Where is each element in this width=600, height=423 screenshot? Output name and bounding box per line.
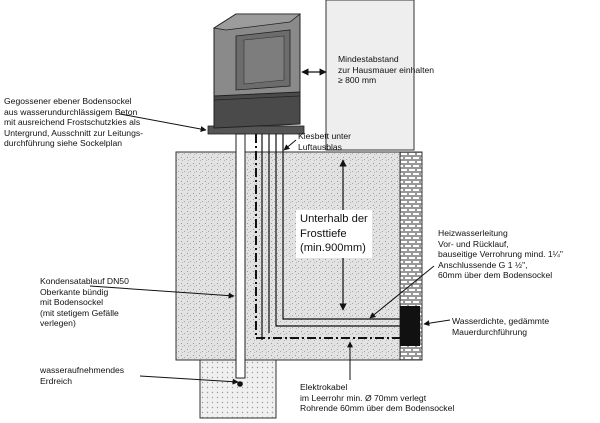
label-line: Gegossener ebener Bodensockel xyxy=(4,96,132,106)
label-line: zur Hausmauer einhalten xyxy=(338,64,435,75)
label-line: Anschlussende G 1 ½", xyxy=(438,259,528,270)
house-wall xyxy=(325,0,415,151)
label-line: Vor- und Rücklauf, xyxy=(438,238,509,249)
label-line: verlegen) xyxy=(40,318,76,329)
label-line: Unterhalb der xyxy=(300,213,368,225)
label-line: Kiesbett unter xyxy=(298,131,352,141)
label-line: Erdreich xyxy=(40,375,72,386)
label-heizwasser: Heizwasserleitung Vor- und Rücklauf, bau… xyxy=(438,228,563,281)
label-line: Rohrende 60mm über dem Bodensockel xyxy=(300,403,455,414)
electrical-cable xyxy=(255,134,400,339)
label-line: Mindestabstand xyxy=(338,54,399,64)
label-frosttiefe: Unterhalb der Frosttiefe (min.900mm) xyxy=(296,210,372,258)
leader-lines xyxy=(89,113,451,385)
label-line: Mauerdurchführung xyxy=(452,326,528,337)
label-line: 60mm über dem Bodensockel xyxy=(438,270,553,281)
soil-point xyxy=(237,381,243,387)
label-kiesbett: Kiesbett unter Luftausblas xyxy=(298,131,351,152)
label-line: (min.900mm) xyxy=(300,242,366,255)
heat-pump-unit xyxy=(212,13,302,129)
label-line: wasseraufnehmendes xyxy=(40,365,125,375)
label-line: Frosttiefe xyxy=(300,227,347,240)
label-line: durchführung siehe Sockelplan xyxy=(4,138,123,149)
label-elektro: Elektrokabel im Leerrohr min. Ø 70mm ver… xyxy=(300,382,454,414)
label-line: Wasserdichte, gedämmte xyxy=(452,316,550,326)
label-line: (mit stetigem Gefälle xyxy=(40,307,119,318)
label-line: Oberkante bündig xyxy=(40,286,109,297)
label-line: ≥ 800 mm xyxy=(338,75,377,86)
label-mindestabstand: Mindestabstand zur Hausmauer einhalten ≥… xyxy=(338,54,434,86)
label-mauer: Wasserdichte, gedämmte Mauerdurchführung xyxy=(452,316,549,337)
label-line: aus wasserundurchlässigem Beton xyxy=(4,106,138,117)
label-line: bauseitige Verrohrung mind. 1¼" xyxy=(438,249,563,260)
label-line: Luftausblas xyxy=(298,141,342,152)
label-bodensockel: Gegossener ebener Bodensockel aus wasser… xyxy=(4,96,143,149)
condensate-pipe xyxy=(235,133,246,379)
label-line: Untergrund, Ausschnitt zur Leitungs- xyxy=(4,127,144,138)
label-erdreich: wasseraufnehmendes Erdreich xyxy=(40,365,124,386)
label-line: mit Bodensockel xyxy=(40,297,104,308)
label-line: mit ausreichend Frostschutzkies als xyxy=(4,117,141,128)
label-line: Heizwasserleitung xyxy=(438,228,508,238)
heating-water-pipes xyxy=(261,134,400,340)
label-kondensat: Kondensatablauf DN50 Oberkante bündig mi… xyxy=(40,276,129,329)
label-line: Kondensatablauf DN50 xyxy=(40,276,129,286)
label-line: Elektrokabel xyxy=(300,382,348,392)
label-line: im Leerrohr min. Ø 70mm verlegt xyxy=(300,392,427,403)
wall-seal xyxy=(400,306,420,346)
